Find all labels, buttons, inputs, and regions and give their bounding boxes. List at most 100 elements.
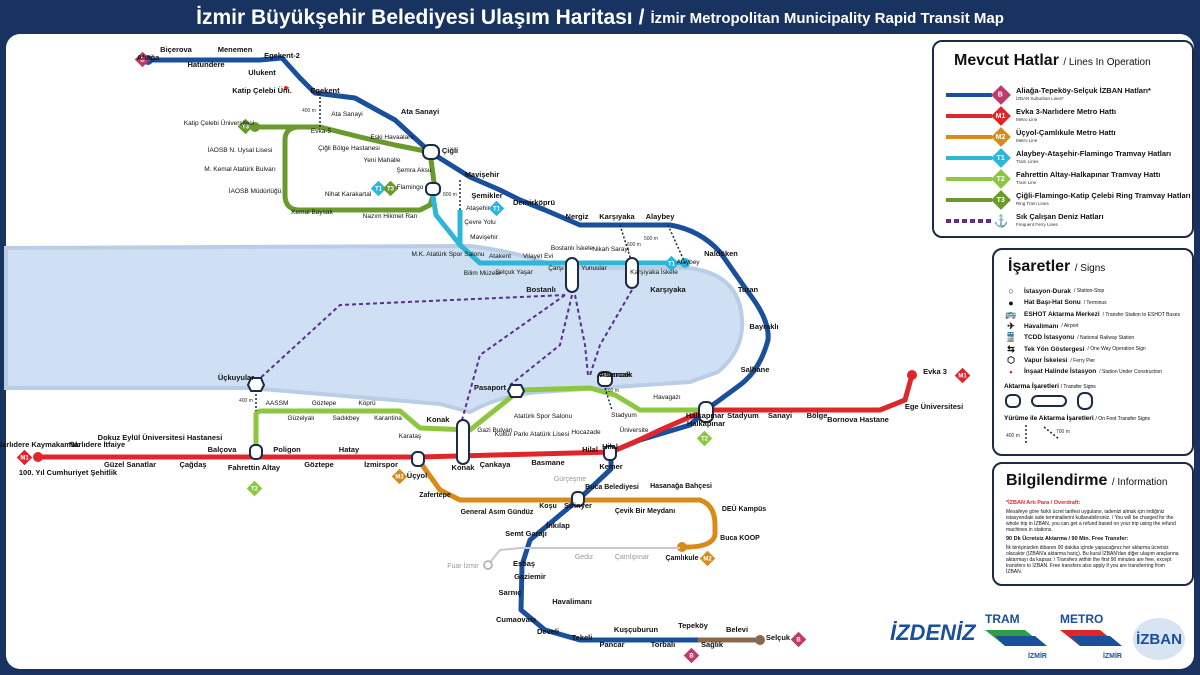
station-label[interactable]: Havagazı — [653, 394, 681, 401]
station-label[interactable]: Yeni Mahalle — [364, 157, 401, 164]
station-label[interactable]: M. Kemal Atatürk Bulvarı — [204, 166, 276, 173]
station-label[interactable]: Göztepe — [304, 460, 334, 469]
station-label[interactable]: DEÜ Kampüs — [722, 504, 766, 513]
station-label[interactable]: Kuşçuburun — [614, 625, 659, 634]
station-label[interactable]: Basmane — [531, 458, 564, 467]
station-label[interactable]: Ulukent — [248, 68, 276, 77]
station-label[interactable]: Sanayi — [768, 411, 792, 420]
station-label[interactable]: Çiğli — [442, 146, 458, 155]
station-label[interactable]: Çankaya — [480, 460, 512, 469]
station-label[interactable]: Tepeköy — [678, 621, 709, 630]
station-label[interactable]: Mavişehir — [470, 234, 499, 241]
station-label[interactable]: Çevik Bir Meydanı — [615, 508, 675, 515]
station-label[interactable]: Biçerova — [160, 45, 193, 54]
station-label[interactable]: Flamingo — [397, 184, 424, 191]
station-label[interactable]: Üniversite — [620, 426, 649, 434]
station-label[interactable]: Ege Üniversitesi — [905, 402, 963, 411]
station-label[interactable]: Tekeli — [572, 633, 593, 642]
station-label[interactable]: Gazi Bulvarı — [477, 427, 513, 434]
station-label[interactable]: General Asım Gündüz — [461, 509, 534, 516]
station-label[interactable]: M.K. Atatürk Spor Salonu — [412, 251, 485, 258]
station-label[interactable]: Bilim Müzesi — [464, 270, 500, 277]
station-label[interactable]: Fuar İzmir — [447, 561, 479, 570]
station-label[interactable]: Göztepe — [312, 400, 337, 407]
station-label[interactable]: Güzel Sanatlar — [104, 460, 156, 469]
station-label[interactable]: Pasaport — [474, 383, 507, 392]
station-label[interactable]: Hilal — [602, 442, 618, 451]
station-label[interactable]: Nazım Hikmet Ran — [363, 213, 418, 220]
station-label[interactable]: Şemikler — [471, 191, 502, 200]
station-label[interactable]: Üçkuyular — [218, 373, 254, 382]
station-label[interactable]: Halkapınar — [686, 411, 724, 420]
station-label[interactable]: Evka 3 — [923, 367, 947, 376]
station-label[interactable]: AASSM — [266, 400, 289, 407]
station-label[interactable]: Gediz — [575, 554, 594, 561]
station-label[interactable]: Çarşı — [548, 265, 564, 272]
station-label[interactable]: Mavişehir — [465, 170, 500, 179]
station-label[interactable]: Eski Havaalanı — [370, 134, 414, 141]
station-label[interactable]: Selçuk — [766, 633, 791, 642]
station-label[interactable]: Develi — [537, 627, 559, 636]
station-label[interactable]: Şirinyer — [564, 501, 592, 510]
station-label[interactable]: Buca KOOP — [720, 535, 760, 542]
station-label[interactable]: Atakent — [489, 253, 511, 260]
station-label[interactable]: Çağdaş — [179, 460, 206, 469]
station-label[interactable]: Stadyum — [727, 411, 759, 420]
station-label[interactable]: Katip Çelebi Üni. — [232, 86, 292, 95]
station-label[interactable]: Yunuslar — [581, 265, 607, 272]
station-label[interactable]: Nihat Karakartal — [325, 191, 372, 198]
station-label[interactable]: Fahrettin Altay — [228, 463, 281, 472]
station-label[interactable]: İzmirspor — [364, 460, 398, 469]
station-label[interactable]: Nergiz — [566, 212, 589, 221]
station-label[interactable]: Alsancak — [600, 370, 634, 379]
station-label[interactable]: İnkılap — [546, 521, 570, 530]
station-label[interactable]: Buca Belediyesi — [585, 484, 639, 491]
station-label[interactable]: Sarnıç — [499, 588, 522, 597]
station-label[interactable]: Hilal — [582, 445, 598, 454]
station-label[interactable]: Ata Sanayi — [401, 107, 439, 116]
station-label[interactable]: Çamlıkule — [665, 555, 698, 562]
station-label[interactable]: Havalimanı — [552, 597, 592, 606]
station-label[interactable]: Alsancak — [598, 370, 632, 379]
station-label[interactable]: Nikah Sarayı — [592, 246, 629, 253]
station-label[interactable]: Sağlık — [701, 640, 724, 649]
station-label[interactable]: Pancar — [599, 640, 624, 649]
station-label[interactable]: Kemer — [599, 462, 622, 471]
station-label[interactable]: Kültür Parkı Atatürk Lisesi — [495, 431, 569, 438]
station-label[interactable]: Alaybey — [646, 212, 676, 221]
station-label[interactable]: Çamlıpınar — [615, 554, 650, 561]
station-label[interactable]: Ata Sanayi — [331, 111, 362, 118]
station-label[interactable]: Hasanağa Bahçesi — [650, 483, 712, 490]
station-label[interactable]: Konak — [427, 415, 451, 424]
station-label[interactable]: Karantina — [374, 415, 402, 422]
station-label[interactable]: Konak — [452, 463, 476, 472]
station-label[interactable]: Atatürk Spor Salonu — [514, 413, 573, 420]
station-label[interactable]: Karataş — [399, 433, 422, 440]
station-label[interactable]: Zafertepe — [419, 492, 451, 499]
station-label[interactable]: Bölge — [807, 411, 828, 420]
station-label[interactable]: Gürçeşme — [554, 476, 586, 483]
station-label[interactable]: Koşu — [539, 503, 557, 510]
station-label[interactable]: Sadıkbey — [332, 415, 360, 422]
station-label[interactable]: Evka-5 — [311, 128, 332, 135]
station-label[interactable]: Salhane — [741, 365, 770, 374]
station-label[interactable]: Bostanlı — [526, 285, 556, 294]
station-label[interactable]: Güzelyalı — [287, 415, 314, 422]
station-label[interactable]: Çevre Yolu — [464, 219, 496, 226]
station-label[interactable]: Bornova Hastane — [827, 415, 889, 424]
station-label[interactable]: Şemra Aksu — [396, 167, 431, 174]
station-label[interactable]: Demirköprü — [513, 198, 556, 207]
station-label[interactable]: Poligon — [273, 445, 301, 454]
station-label[interactable]: Karşıyaka — [650, 285, 686, 294]
station-label[interactable]: Esbaş — [513, 559, 535, 568]
station-label[interactable]: Çiğli Bölge Hastanesi — [318, 145, 380, 152]
station-label[interactable]: Stadyum — [611, 412, 637, 419]
station-label[interactable]: Naldöken — [704, 249, 738, 258]
station-label[interactable]: Alaybey — [676, 259, 700, 266]
station-label[interactable]: Aliağa — [137, 53, 160, 62]
station-label[interactable]: Halkapınar — [687, 419, 725, 428]
station-label[interactable]: Hatay — [339, 445, 360, 454]
station-label[interactable]: Turan — [738, 285, 759, 294]
station-label[interactable]: Bostanlı İskele — [551, 243, 594, 252]
station-label[interactable]: Katip Çelebi Üniversitesi — [184, 119, 254, 127]
